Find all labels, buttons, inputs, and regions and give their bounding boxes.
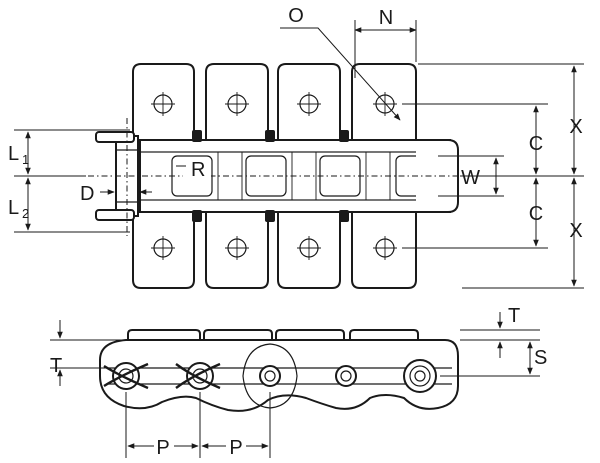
label-T-right: T	[508, 305, 520, 327]
label-P-right: P	[229, 437, 242, 459]
cotter-pin-2	[175, 362, 221, 390]
label-N: N	[379, 7, 393, 29]
label-L1: L	[8, 143, 19, 165]
lower-attachment-plates	[132, 211, 417, 289]
label-S: S	[534, 347, 547, 369]
dimension-R: R	[176, 159, 211, 182]
label-L1-sub: 1	[22, 152, 29, 167]
label-R: R	[191, 159, 205, 181]
top-view: N O X X C C W	[8, 5, 584, 289]
dimension-C: C C	[402, 103, 584, 249]
dimension-S: S	[440, 341, 547, 377]
dimension-O: O	[280, 5, 401, 121]
label-X-bottom: X	[569, 220, 582, 242]
label-O: O	[288, 5, 304, 27]
label-T-left: T	[50, 355, 62, 377]
pin-3	[242, 343, 298, 409]
lower-plate-1	[132, 211, 195, 289]
side-view: T S T P P	[50, 305, 547, 459]
dimension-P: P P	[125, 392, 271, 459]
label-C-bottom: C	[529, 203, 543, 225]
lower-plate-4	[351, 211, 417, 289]
label-D: D	[80, 183, 94, 205]
dimension-D: D	[80, 183, 152, 205]
label-W: W	[461, 167, 480, 189]
label-L2-sub: 2	[22, 206, 29, 221]
dimension-T-right: T	[460, 305, 540, 358]
dimension-N: N	[354, 7, 417, 78]
upper-attachment-plates	[132, 63, 417, 141]
pin-4	[335, 365, 357, 387]
dimension-X: X X	[418, 63, 584, 289]
dimension-L: L 1 L 2	[8, 129, 130, 233]
label-C-top: C	[529, 133, 543, 155]
dimension-T-left: T	[50, 320, 126, 386]
upper-plate-1	[132, 63, 195, 141]
pin-5	[403, 359, 437, 393]
label-X-top: X	[569, 116, 582, 138]
side-attachments	[127, 329, 419, 340]
label-P-left: P	[156, 437, 169, 459]
dimension-W: W	[438, 155, 504, 197]
label-L2: L	[8, 197, 19, 219]
